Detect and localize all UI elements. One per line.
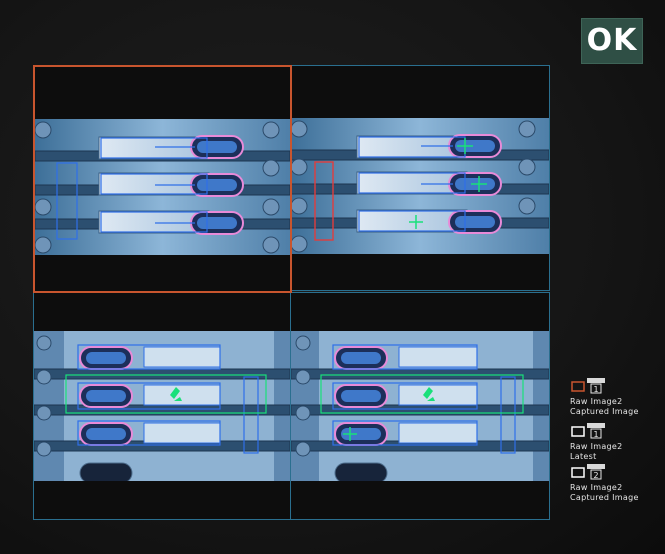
ok-button[interactable]: OK — [581, 18, 643, 64]
image-view-top-left[interactable] — [33, 65, 292, 293]
legend-line1: Raw Image2 — [570, 483, 623, 492]
image-view-top-right[interactable] — [290, 65, 550, 291]
legend-item-2[interactable]: 1 Raw Image2 Latest — [569, 420, 663, 464]
camera-image-top-left — [35, 67, 290, 291]
image-slot-icon: 1 — [571, 423, 605, 439]
legend-line1: Raw Image2 — [570, 397, 623, 406]
camera-image-top-right — [291, 66, 549, 290]
image-slot-icon: 2 — [571, 464, 605, 480]
legend-line2: Captured Image — [570, 493, 639, 502]
legend-item-1[interactable]: 1 Raw Image2 Captured Image — [569, 375, 663, 419]
legend-badge: 1 — [593, 385, 598, 394]
legend-line1: Raw Image2 — [570, 442, 623, 451]
legend-badge: 2 — [593, 471, 598, 480]
legend-line2: Latest — [570, 452, 597, 461]
camera-image-bottom-right — [291, 293, 549, 519]
image-view-grid — [33, 65, 550, 520]
legend-item-3[interactable]: 2 Raw Image2 Captured Image — [569, 461, 663, 505]
image-view-bottom-left[interactable] — [33, 292, 291, 520]
legend-badge: 1 — [593, 430, 598, 439]
camera-image-bottom-left — [34, 293, 290, 519]
image-slot-icon: 1 — [571, 378, 605, 394]
legend-line2: Captured Image — [570, 407, 639, 416]
image-view-bottom-right[interactable] — [290, 292, 550, 520]
